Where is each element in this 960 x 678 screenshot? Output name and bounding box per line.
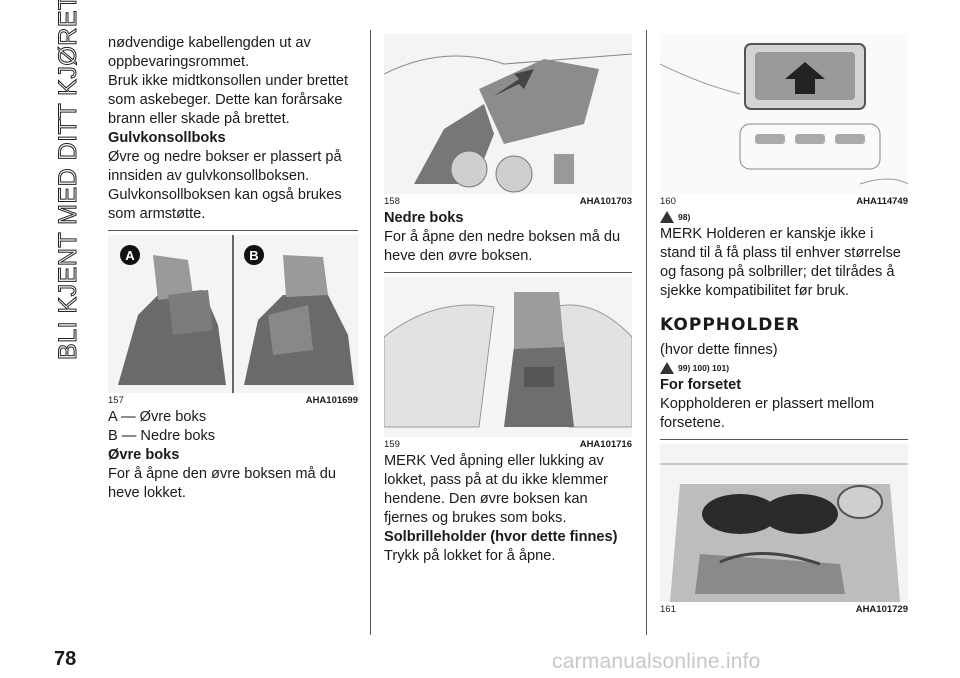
paragraph: nødvendige kabellengden ut av oppbevarin… [108,35,311,70]
column-divider [370,30,371,635]
figure-rule [660,439,908,440]
warning-reference: 99) 100) 101) [660,360,908,376]
side-section-title: BLI KJENT MED DITT KJØRETØY [54,0,83,361]
figure-number: 160 [660,196,676,207]
figure-label-a: A [125,248,135,263]
heading: Øvre boks [108,447,180,463]
paragraph: Øvre og nedre bokser er plassert på inns… [108,149,342,222]
figure-rule [108,230,358,231]
figure-number: 161 [660,604,676,615]
watermark: carmanualsonline.info [552,650,761,673]
paragraph: B — Nedre boks [108,428,216,444]
cup-holder-illustration [660,444,908,602]
paragraph: For å åpne den nedre boksen må du heve d… [384,229,621,264]
figure-157: A B 157 AHA101699 [108,235,358,406]
page-number: 78 [54,648,77,670]
warning-icon [660,362,674,374]
heading: Gulvkonsollboks [108,130,226,146]
figure-caption: 161 AHA101729 [660,604,908,615]
figure-161: 161 AHA101729 [660,444,908,615]
figure-code: AHA101699 [305,395,358,406]
paragraph: (hvor dette finnes) [660,342,778,358]
paragraph: MERK Holderen er kanskje ikke i stand ti… [660,226,901,299]
figure-code: AHA101716 [579,439,632,450]
sunglass-holder-illustration [660,34,908,194]
paragraph: Trykk på lokket for å åpne. [384,548,556,564]
paragraph: For å åpne den øvre boksen må du heve lo… [108,466,336,501]
warning-icon [660,211,674,223]
armrest-lid-illustration [384,34,632,194]
section-heading: KOPPHOLDER [660,315,801,335]
paragraph: Bruk ikke midtkonsollen under brettet so… [108,73,349,127]
figure-number: 158 [384,196,400,207]
heading: Solbrilleholder (hvor dette finnes) [384,529,618,545]
figure-rule [384,272,632,273]
figure-159: 159 AHA101716 [384,277,632,450]
column-2: 158 AHA101703 Nedre boks For å åpne den … [384,34,632,566]
heading: For forsetet [660,377,742,393]
paragraph: Koppholderen er plassert mellom forseten… [660,396,875,431]
figure-caption: 157 AHA101699 [108,395,358,406]
figure-caption: 158 AHA101703 [384,196,632,207]
figure-code: AHA114749 [856,196,908,207]
column-divider [646,30,647,635]
figure-code: AHA101703 [579,196,632,207]
paragraph: A — Øvre boks [108,409,207,425]
figure-160: 160 AHA114749 [660,34,908,207]
column-3: 160 AHA114749 98) MERK Holderen er kansk… [660,34,908,617]
heading: Nedre boks [384,210,464,226]
lower-box-illustration [384,277,632,437]
warning-reference: 98) [660,209,908,225]
figure-number: 159 [384,439,400,450]
figure-158: 158 AHA101703 [384,34,632,207]
figure-caption: 159 AHA101716 [384,439,632,450]
figure-caption: 160 AHA114749 [660,196,908,207]
console-box-illustration: A B [108,235,358,393]
figure-code: AHA101729 [855,604,908,615]
paragraph: MERK Ved åpning eller lukking av lokket,… [384,453,608,526]
figure-number: 157 [108,395,124,406]
figure-label-b: B [249,248,258,263]
column-1: nødvendige kabellengden ut av oppbevarin… [108,34,358,503]
